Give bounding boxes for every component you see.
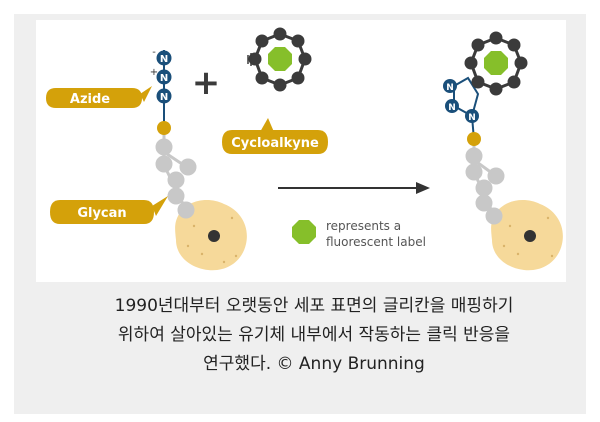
atom-label: N: [160, 92, 168, 103]
atom-label: N: [160, 54, 168, 65]
fluorescent-label-octagon: [268, 47, 292, 71]
azide-nitrogen: [156, 69, 172, 85]
diagram-svg: N N N - + Azide Glycan +: [46, 27, 563, 271]
glycan-sugar: [475, 179, 493, 197]
glycan-chain-right: [465, 140, 505, 225]
triazole-nitrogen: [443, 79, 457, 93]
caption-line-2: 위하여 살아있는 유기체 내부에서 작동하는 클릭 반응을: [117, 325, 511, 345]
azide-label: Azide: [46, 86, 152, 108]
azide-group: N N N - +: [150, 47, 172, 135]
ring-carbon: [514, 56, 528, 70]
azide-nitrogen: [156, 88, 172, 104]
glycan-label-text: Glycan: [77, 206, 126, 221]
glycan-sugar: [465, 163, 483, 181]
click-chemistry-diagram: N N N - + Azide Glycan +: [36, 20, 566, 282]
fluorescent-label-octagon: [484, 51, 508, 75]
legend-line2: fluorescent label: [326, 235, 426, 249]
glycan-sugar: [485, 207, 503, 225]
glycan-label: Glycan: [50, 196, 168, 224]
atom-label: N: [448, 103, 456, 113]
triazole-nitrogen: [445, 99, 459, 113]
right-cell: [491, 200, 563, 271]
glycan-sugar: [177, 201, 195, 219]
ring-carbon: [255, 71, 269, 85]
ring-carbon: [273, 78, 287, 92]
plus-charge: +: [150, 67, 158, 78]
glycan-sugar: [167, 187, 185, 205]
ring-carbon: [464, 56, 478, 70]
figure-caption: 1990년대부터 오랫동안 세포 표면의 글리칸을 매핑하기 위하여 살아있는 …: [28, 292, 600, 379]
cell-nucleus: [524, 230, 536, 242]
ring-carbon: [507, 38, 521, 52]
product-molecule: N N N: [443, 31, 528, 146]
figure-card: N N N - + Azide Glycan +: [14, 14, 586, 414]
linker-node: [157, 121, 171, 135]
ring-carbon: [471, 38, 485, 52]
cycloalkyne-label-text: Cycloalkyne: [231, 136, 319, 151]
ring-carbon: [507, 75, 521, 89]
legend-line1: represents a: [326, 219, 401, 233]
triazole-nitrogen: [465, 109, 479, 123]
ring-carbon: [489, 82, 503, 96]
reaction-arrow: [278, 182, 430, 194]
plus-sign: +: [192, 63, 221, 103]
atom-label: N: [446, 83, 454, 93]
caption-line-1: 1990년대부터 오랫동안 세포 표면의 글리칸을 매핑하기: [114, 296, 514, 316]
glycan-sugar: [155, 155, 173, 173]
legend: represents a fluorescent label: [292, 219, 426, 249]
cycloalkyne-label: Cycloalkyne: [222, 118, 328, 154]
legend-octagon-icon: [292, 220, 316, 244]
glycan-sugar: [167, 171, 185, 189]
ring-carbon: [255, 34, 269, 48]
atom-label: N: [160, 73, 168, 84]
ring-carbon: [298, 52, 312, 66]
ring-carbon: [291, 71, 305, 85]
glycan-sugar: [475, 194, 493, 212]
azide-label-text: Azide: [70, 92, 110, 107]
glycan-sugar: [465, 147, 483, 165]
ring-carbon: [489, 31, 503, 45]
glycan-sugar: [155, 138, 173, 156]
ring-carbon: [273, 27, 287, 41]
ring-carbon: [291, 34, 305, 48]
left-cell: [175, 200, 247, 271]
caption-line-3: 연구했다. © Anny Brunning: [203, 354, 425, 374]
glycan-sugar: [179, 158, 197, 176]
ring-carbon: [471, 75, 485, 89]
glycan-sugar: [487, 167, 505, 185]
azide-nitrogen: [156, 50, 172, 66]
cell-nucleus: [208, 230, 220, 242]
atom-label: N: [468, 113, 476, 123]
cycloalkyne-molecule: [247, 27, 312, 92]
minus-charge: -: [152, 47, 156, 58]
linker-node: [467, 132, 481, 146]
